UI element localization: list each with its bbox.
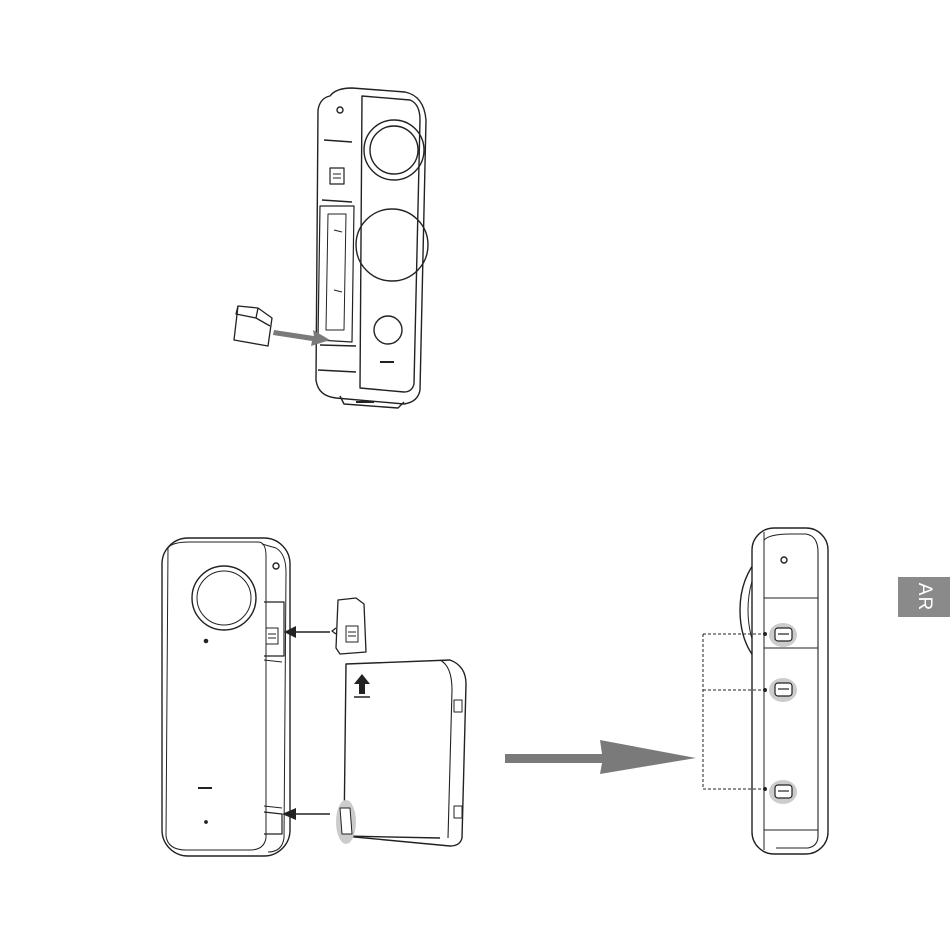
language-tab: AR xyxy=(898,577,950,617)
language-tab-label: AR xyxy=(913,583,935,611)
slot-cover-icon xyxy=(332,598,366,654)
figure-battery-installation xyxy=(162,538,290,856)
figure-sd-card-insertion xyxy=(316,88,428,408)
sd-card-icon xyxy=(234,306,272,346)
transition-arrow-icon xyxy=(505,740,696,774)
camera-body-angled xyxy=(316,88,426,404)
battery-icon xyxy=(336,660,466,846)
